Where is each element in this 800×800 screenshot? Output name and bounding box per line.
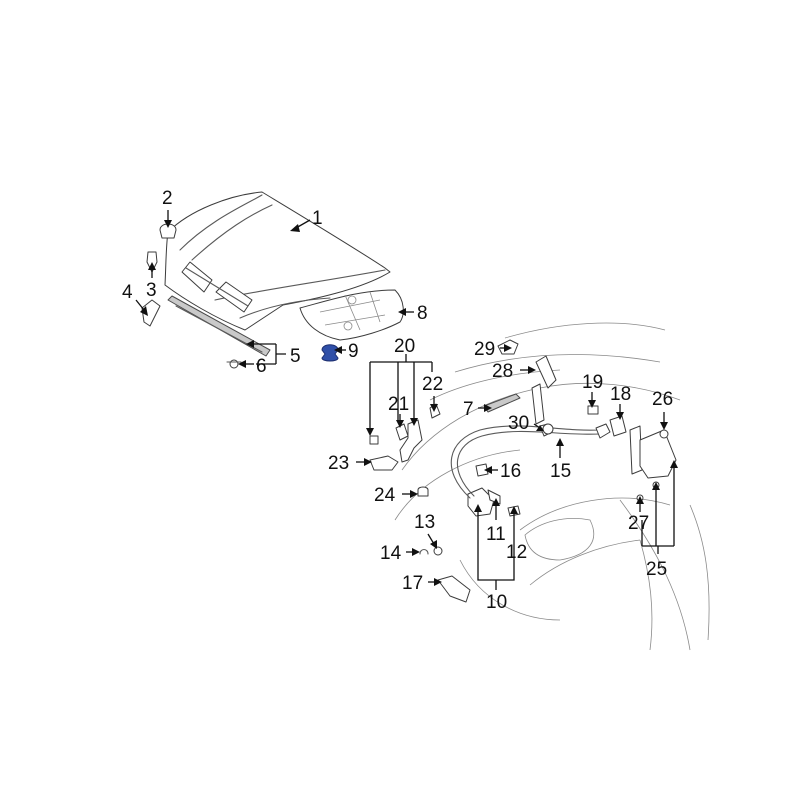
callout-numbers: 1 2 3 4 5 6 7 8 9 10 11 12 13 14 15 16 1… [122, 188, 673, 613]
callout-15: 15 [550, 461, 571, 482]
right-hinge-lock [629, 425, 677, 502]
callout-29: 29 [474, 339, 495, 360]
part-18-bracket [609, 415, 627, 437]
callout-20: 20 [394, 336, 415, 357]
hinge-assembly [369, 403, 441, 471]
callout-28: 28 [492, 361, 513, 382]
release-cable [450, 423, 611, 499]
part-14-clip [419, 548, 429, 555]
part-13-grommet [433, 546, 443, 556]
vehicle-front-outline [394, 322, 710, 651]
callout-30: 30 [508, 413, 529, 434]
part-16-clip [475, 463, 489, 477]
callout-26: 26 [652, 389, 673, 410]
callout-3: 3 [146, 280, 157, 301]
callout-10: 10 [486, 592, 507, 613]
callout-16: 16 [500, 461, 521, 482]
part-9-clip-highlighted [321, 344, 339, 362]
callout-23: 23 [328, 453, 349, 474]
part-24-bolt [417, 486, 429, 497]
callout-11: 11 [486, 524, 506, 545]
callout-2: 2 [162, 188, 173, 209]
callout-24: 24 [374, 485, 396, 506]
part-2-cushion [159, 223, 177, 239]
callout-9: 9 [348, 341, 359, 362]
part-30-grommet [542, 423, 554, 435]
callout-21: 21 [388, 394, 409, 415]
callout-5: 5 [290, 346, 301, 367]
part-17-bracket [437, 575, 471, 603]
hood-insulator [299, 289, 404, 341]
callout-25: 25 [646, 559, 667, 580]
callout-14: 14 [380, 543, 402, 564]
callout-7: 7 [463, 399, 474, 420]
callout-4: 4 [122, 282, 133, 303]
callout-6: 6 [256, 356, 267, 377]
callout-13: 13 [414, 512, 435, 533]
part-4-bracket [141, 299, 161, 327]
hood-panel [164, 191, 391, 331]
callout-18: 18 [610, 384, 631, 405]
leader-lines [135, 210, 678, 590]
part-19-clip [587, 405, 599, 415]
callout-19: 19 [582, 372, 603, 393]
callout-12: 12 [506, 542, 527, 563]
callout-22: 22 [422, 374, 443, 395]
hood-strut [497, 339, 557, 425]
callout-1: 1 [312, 208, 323, 229]
part-6-bolt [226, 359, 242, 369]
callout-17: 17 [402, 573, 423, 594]
callout-27: 27 [628, 513, 649, 534]
callout-8: 8 [417, 303, 428, 324]
